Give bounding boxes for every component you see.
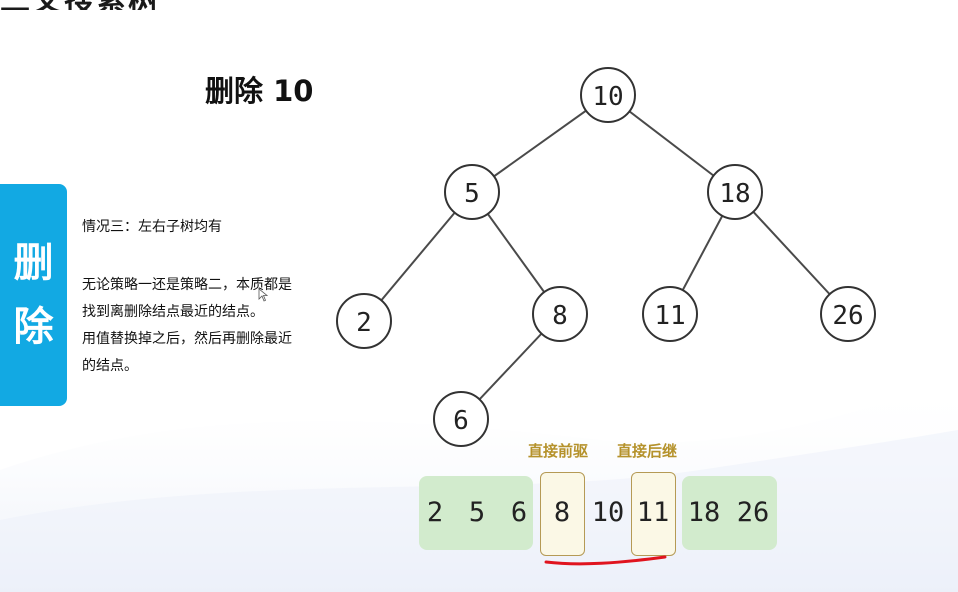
description: 无论策略一还是策略二，本质都是 找到离删除结点最近的结点。 用值替换掉之后，然后… (82, 272, 332, 380)
tree-node-label: 26 (832, 301, 863, 331)
side-tab-char-2: 除 (13, 304, 54, 350)
description-line: 无论策略一还是策略二，本质都是 (82, 277, 292, 293)
tree-node: 2 (336, 293, 392, 349)
slide-title: 删除 10 (205, 74, 314, 108)
tree-node-label: 18 (719, 179, 750, 209)
tree-node: 11 (642, 286, 698, 342)
tree-node-circle (642, 286, 698, 342)
description-line: 找到离删除结点最近的结点。 (82, 304, 264, 320)
description-line: 用值替换掉之后，然后再删除最近 (82, 331, 292, 347)
successor-label: 直接后继 (617, 442, 678, 460)
tree-node: 18 (707, 164, 763, 220)
tree-node-circle (532, 286, 588, 342)
sequence-item: 11 (636, 497, 670, 528)
sequence-item: 8 (553, 497, 571, 528)
cursor-icon (258, 288, 268, 302)
side-tab-char-1: 删 (13, 240, 54, 286)
side-tab: 删 除 (0, 184, 67, 406)
sequence-item: 26 (736, 497, 770, 528)
predecessor-label: 直接前驱 (528, 442, 589, 460)
case-heading: 情况三：左右子树均有 (82, 219, 222, 235)
left-group (419, 476, 533, 550)
tree-node: 6 (433, 391, 489, 447)
sequence-item: 10 (591, 497, 625, 528)
tree-node: 5 (444, 164, 500, 220)
tree-node-label: 6 (453, 406, 469, 436)
tree-node-circle (433, 391, 489, 447)
sequence-item: 2 (426, 497, 444, 528)
successor-box (631, 472, 676, 556)
tree-node: 10 (580, 67, 636, 123)
predecessor-box (540, 472, 585, 556)
tree-node-circle (336, 293, 392, 349)
sequence-item: 18 (687, 497, 721, 528)
description-line: 的结点。 (82, 358, 138, 374)
sequence-item: 5 (468, 497, 486, 528)
tree-node-label: 11 (654, 301, 685, 331)
tree-node-circle (820, 286, 876, 342)
tree-node-circle (580, 67, 636, 123)
tree-node-label: 2 (356, 308, 372, 338)
header-partial-title: 二叉搜索树 (0, 0, 200, 10)
tree-node-label: 5 (464, 179, 480, 209)
tree-node-circle (444, 164, 500, 220)
tree-node: 8 (532, 286, 588, 342)
tree-node-label: 8 (552, 301, 568, 331)
tree-edge (363, 191, 473, 322)
sequence-item: 6 (510, 497, 528, 528)
tree-node: 26 (820, 286, 876, 342)
tree-node-circle (707, 164, 763, 220)
tree-node-label: 10 (592, 82, 623, 112)
right-group (682, 476, 777, 550)
